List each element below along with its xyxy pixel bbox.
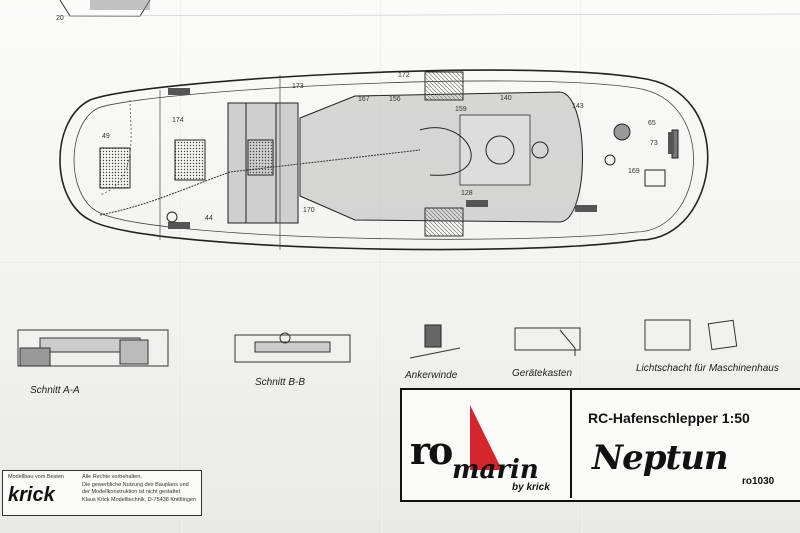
part-number: 143 xyxy=(572,103,584,110)
subtitle: RC-Hafenschlepper 1:50 xyxy=(588,410,750,426)
logo-marin: marin xyxy=(452,455,539,485)
paper-fold xyxy=(180,0,182,533)
krick-logo: krick xyxy=(8,484,55,506)
paper-fold xyxy=(580,0,582,533)
top-edge-drawing xyxy=(59,0,800,17)
logo-sail-icon xyxy=(470,405,502,470)
part-number: 170 xyxy=(303,207,315,214)
model-code: ro1030 xyxy=(742,476,775,487)
detail-caption: Lichtschacht für Maschinenhaus xyxy=(636,363,779,374)
imprint-tagline: Modellbau vom Besten xyxy=(8,474,64,480)
imprint-notes: Alle Rechte vorbehalten. Die gewerbliche… xyxy=(82,474,197,503)
part-number: 156 xyxy=(389,96,401,103)
part-number: 44 xyxy=(205,215,213,222)
detail-caption: Gerätekasten xyxy=(512,368,573,379)
detail-drawings xyxy=(17,319,738,367)
title-block xyxy=(400,388,800,502)
hull-plan-drawing xyxy=(59,69,709,251)
part-number: 172 xyxy=(398,72,410,79)
title-divider xyxy=(570,388,572,498)
part-number: 49 xyxy=(102,133,110,140)
logo-ro: ro xyxy=(410,428,453,473)
part-number: 173 xyxy=(292,83,304,90)
part-number: 65 xyxy=(648,120,656,127)
section-caption: Schnitt A-A xyxy=(30,385,80,396)
part-number: 20 xyxy=(56,15,64,22)
logo-by: by krick xyxy=(512,482,550,493)
paper-fold xyxy=(380,0,382,533)
detail-caption: Ankerwinde xyxy=(405,370,458,381)
imprint-box xyxy=(2,470,202,516)
part-number: 73 xyxy=(650,140,658,147)
part-number: 128 xyxy=(461,190,473,197)
part-number: 159 xyxy=(455,106,467,113)
part-number: 174 xyxy=(172,117,184,124)
part-number: 169 xyxy=(628,168,640,175)
part-number: 140 xyxy=(500,95,512,102)
part-number: 167 xyxy=(358,96,370,103)
paper-fold xyxy=(0,262,800,264)
section-caption: Schnitt B-B xyxy=(255,377,306,388)
ship-name: Neptun xyxy=(592,438,729,478)
